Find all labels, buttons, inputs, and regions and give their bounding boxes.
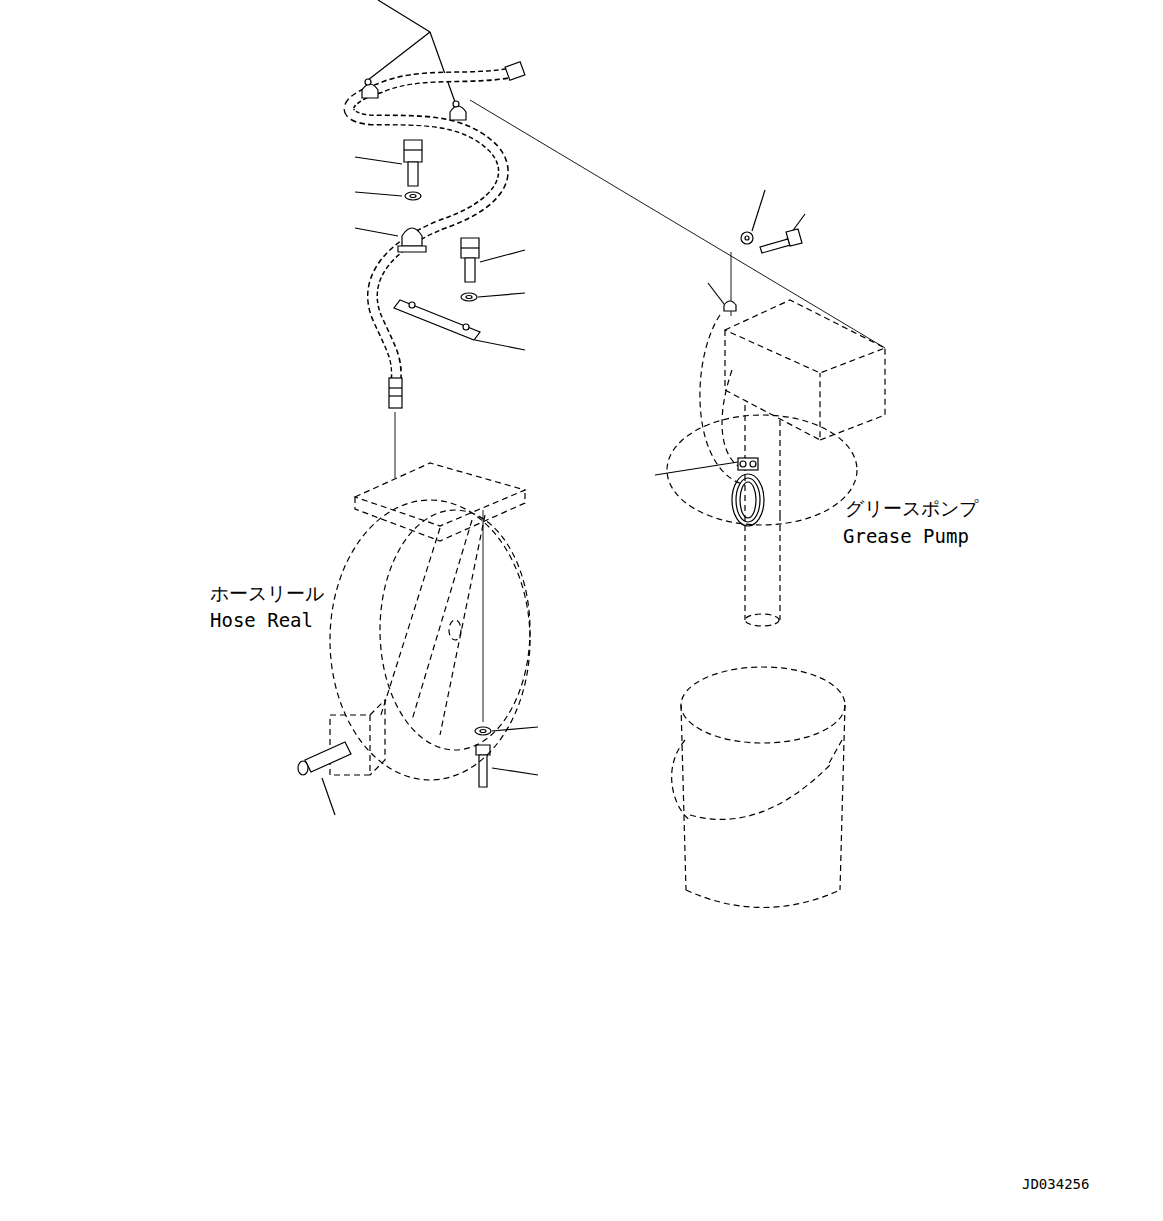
part-name-japanese: ホースリール [210,584,324,603]
hose-reel [330,463,530,780]
grease-pump [667,300,885,626]
part-name: Grease Pump [843,527,969,546]
grease-bucket [672,667,845,908]
fasteners [394,140,802,787]
part-name-japanese: グリースポンプ [845,499,978,518]
hose-clamps [362,79,466,120]
reel-hose-end [298,742,351,775]
part-name: Hose Real [210,611,313,630]
leader-lines [322,0,885,815]
drawing-number: JD034256 [1022,1177,1089,1191]
grease-hose [349,62,525,408]
pump-hose-coil [724,301,764,526]
